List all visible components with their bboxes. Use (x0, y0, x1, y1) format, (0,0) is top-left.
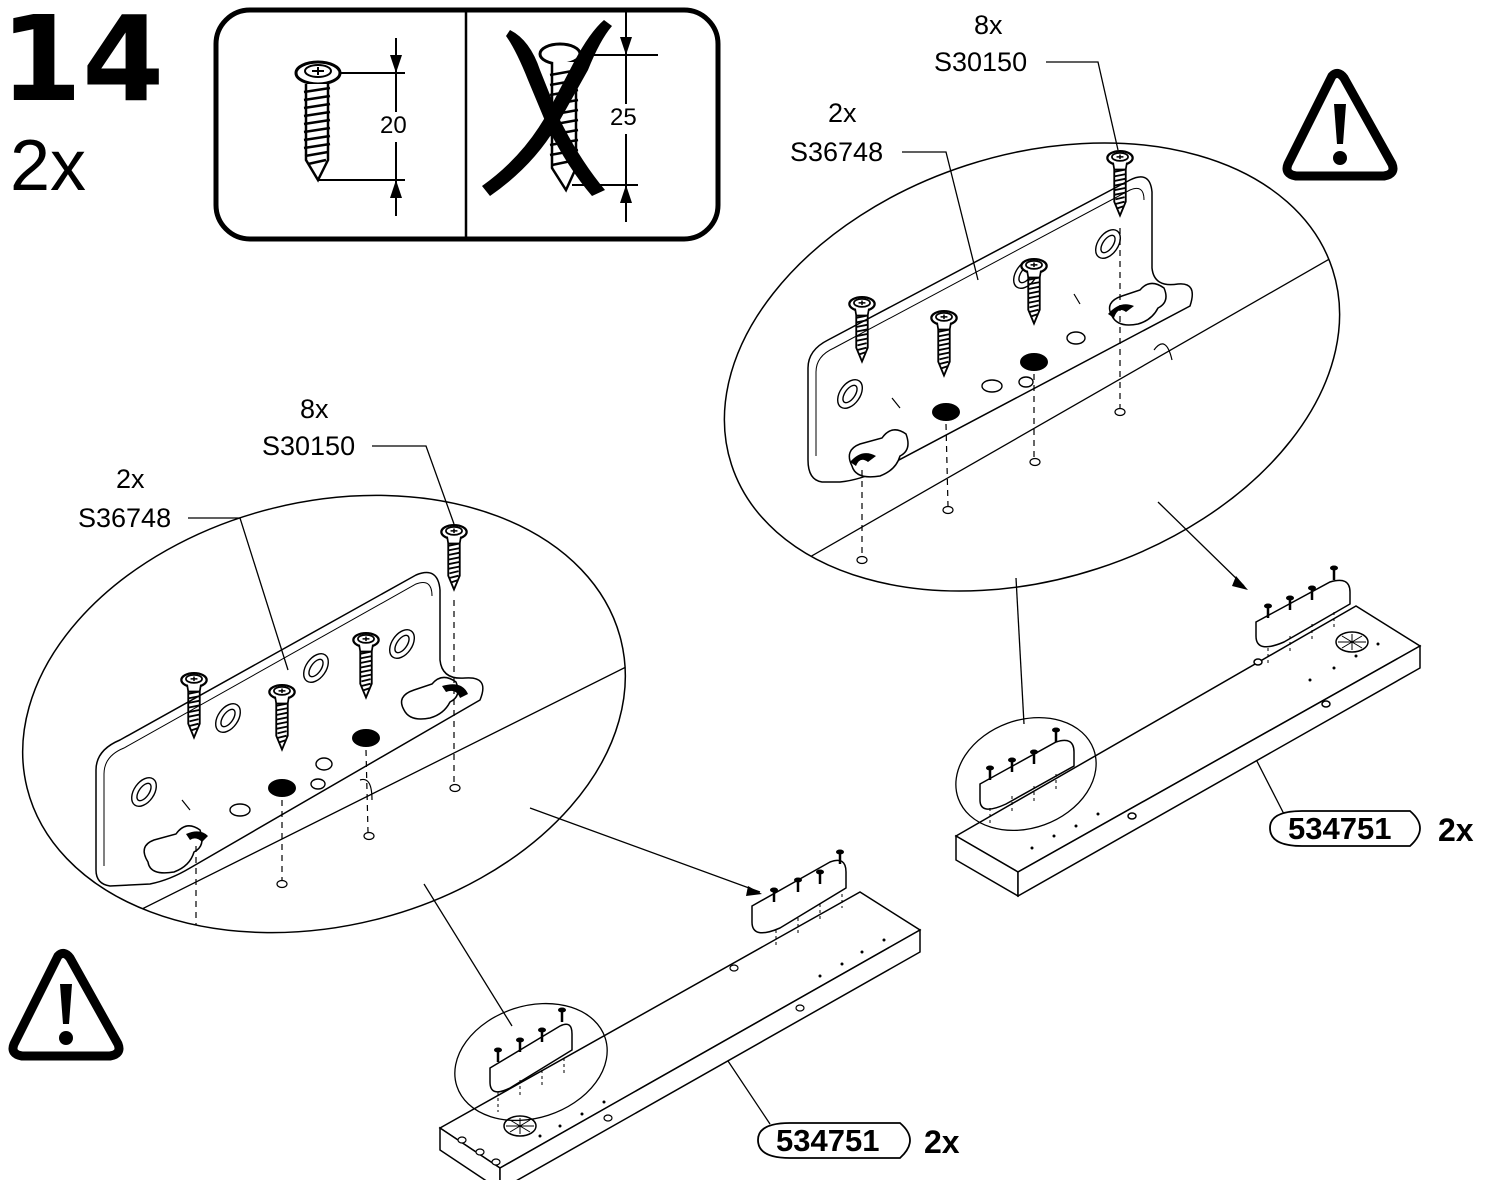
left-screw-qty: 8x (300, 394, 329, 424)
left-detail-ellipse (0, 494, 673, 981)
warning-icon (1287, 73, 1393, 176)
correct-length-label: 20 (380, 112, 407, 139)
right-small-detail-ellipse (955, 716, 1097, 832)
left-small-detail-ellipse (454, 1002, 608, 1122)
screw-length-guide (213, 7, 721, 242)
left-part-pill (757, 1122, 911, 1159)
right-part-pill (1269, 810, 1421, 847)
right-detail-ellipse (699, 142, 1381, 621)
left-part-number: 534751 (776, 1123, 880, 1158)
right-screw-code: S30150 (934, 47, 1028, 77)
step-number: 14 (0, 0, 165, 128)
right-callout-leaders (902, 61, 1287, 819)
step-quantity: 2x (10, 126, 87, 206)
right-board (954, 579, 1422, 898)
warning-icon (13, 953, 119, 1056)
wrong-length-label: 25 (610, 104, 637, 131)
right-bracket-qty: 2x (828, 98, 857, 128)
right-part-number: 534751 (1288, 811, 1392, 846)
left-bracket-code: S36748 (78, 503, 172, 533)
right-part-qty: 2x (1438, 812, 1474, 848)
left-bracket-qty: 2x (116, 464, 145, 494)
right-bracket-code: S36748 (790, 137, 884, 167)
right-screw-qty: 8x (974, 10, 1003, 40)
left-board (438, 859, 922, 1180)
left-part-qty: 2x (924, 1124, 960, 1160)
left-screw-code: S30150 (262, 431, 356, 461)
